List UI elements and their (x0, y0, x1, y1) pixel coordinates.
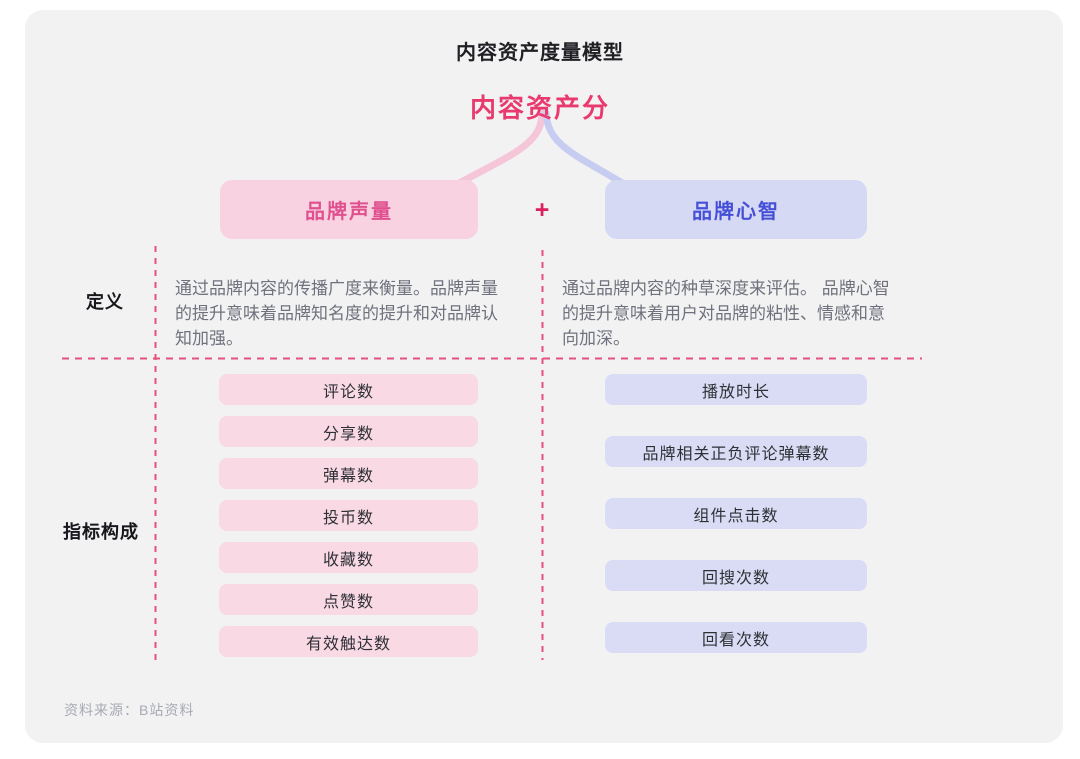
branch-header-brand-mind: 品牌心智 (605, 180, 867, 239)
definition-brand-mind: 通过品牌内容的种草深度来评估。 品牌心智的提升意味着用户对品牌的粘性、情感和意向… (562, 279, 890, 348)
metric-box: 投币数 (219, 500, 478, 531)
metric-box: 品牌相关正负评论弹幕数 (605, 436, 867, 467)
metric-box: 组件点击数 (605, 498, 867, 529)
metric-box: 回搜次数 (605, 560, 867, 591)
root-node-label: 内容资产分 (469, 93, 610, 123)
row-label-definition: 定义 (86, 292, 124, 312)
metric-box: 播放时长 (605, 374, 867, 405)
metric-box: 评论数 (219, 374, 478, 405)
metric-box: 分享数 (219, 416, 478, 447)
metric-box: 收藏数 (219, 542, 478, 573)
metrics-list-brand-mind: 播放时长 品牌相关正负评论弹幕数 组件点击数 回搜次数 回看次数 (605, 374, 867, 653)
diagram-title: 内容资产度量模型 (456, 42, 624, 64)
metric-box: 回看次数 (605, 622, 867, 653)
plus-sign: + (534, 195, 550, 224)
source-note: 资料来源：B站资料 (64, 702, 195, 718)
branch-header-brand-voice: 品牌声量 (220, 180, 478, 239)
row-label-metrics: 指标构成 (63, 522, 139, 542)
metric-box: 有效触达数 (219, 626, 478, 657)
metric-box: 点赞数 (219, 584, 478, 615)
metrics-list-brand-voice: 评论数 分享数 弹幕数 投币数 收藏数 点赞数 有效触达数 (219, 374, 478, 657)
definition-brand-voice: 通过品牌内容的传播广度来衡量。品牌声量的提升意味着品牌知名度的提升和对品牌认知加… (175, 279, 498, 348)
metric-box: 弹幕数 (219, 458, 478, 489)
